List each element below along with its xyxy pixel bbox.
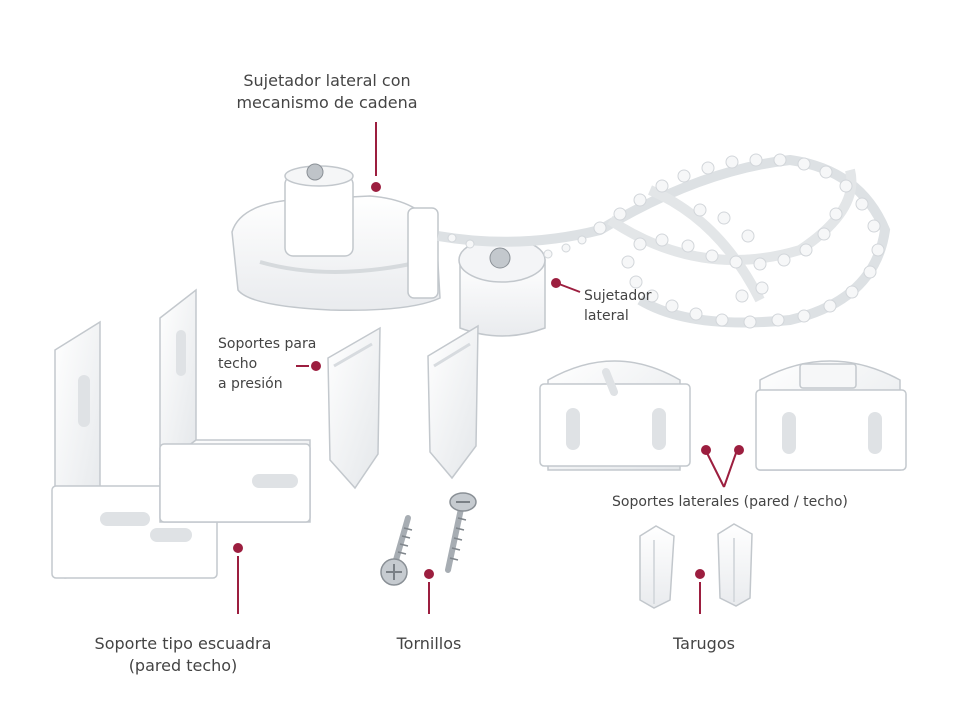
pressure-support-right bbox=[427, 324, 479, 480]
label-line-2: mecanismo de cadena bbox=[236, 93, 418, 112]
side-support-left bbox=[539, 360, 691, 471]
label-chain-mechanism-bracket: Sujetador lateral con mecanismo de caden… bbox=[212, 70, 442, 114]
label-text: Tornillos bbox=[396, 634, 462, 653]
angle-bracket-right bbox=[159, 288, 311, 523]
wall-plug-right bbox=[717, 523, 753, 607]
side-support-right bbox=[755, 360, 907, 471]
label-wall-plugs: Tarugos bbox=[646, 633, 762, 655]
side-holder bbox=[458, 237, 546, 337]
label-line-2: (pared techo) bbox=[128, 656, 238, 675]
label-screws: Tornillos bbox=[368, 633, 490, 655]
bead-chain bbox=[437, 153, 891, 329]
label-text: Soportes laterales (pared / techo) bbox=[612, 494, 848, 510]
label-line-1: Soportes para bbox=[218, 336, 317, 352]
label-side-holder: Sujetador lateral bbox=[584, 286, 652, 326]
screw-left bbox=[380, 515, 413, 586]
label-line-1: Sujetador bbox=[584, 288, 652, 304]
label-text: Tarugos bbox=[673, 634, 735, 653]
label-line-2: lateral bbox=[584, 308, 629, 324]
label-line-3: a presión bbox=[218, 376, 283, 392]
screw-right bbox=[445, 492, 477, 573]
pressure-support-left bbox=[327, 326, 381, 490]
wall-plug-left bbox=[639, 525, 675, 609]
chain-mechanism-bracket bbox=[231, 163, 441, 311]
label-pressure-ceiling-supports: Soportes para techo a presión bbox=[218, 334, 316, 394]
label-side-supports: Soportes laterales (pared / techo) bbox=[612, 492, 848, 512]
pointer-lines bbox=[233, 122, 744, 614]
label-line-1: Sujetador lateral con bbox=[243, 71, 411, 90]
label-line-1: Soporte tipo escuadra bbox=[94, 634, 272, 653]
label-angle-bracket: Soporte tipo escuadra (pared techo) bbox=[74, 633, 292, 677]
label-line-2: techo bbox=[218, 356, 258, 372]
